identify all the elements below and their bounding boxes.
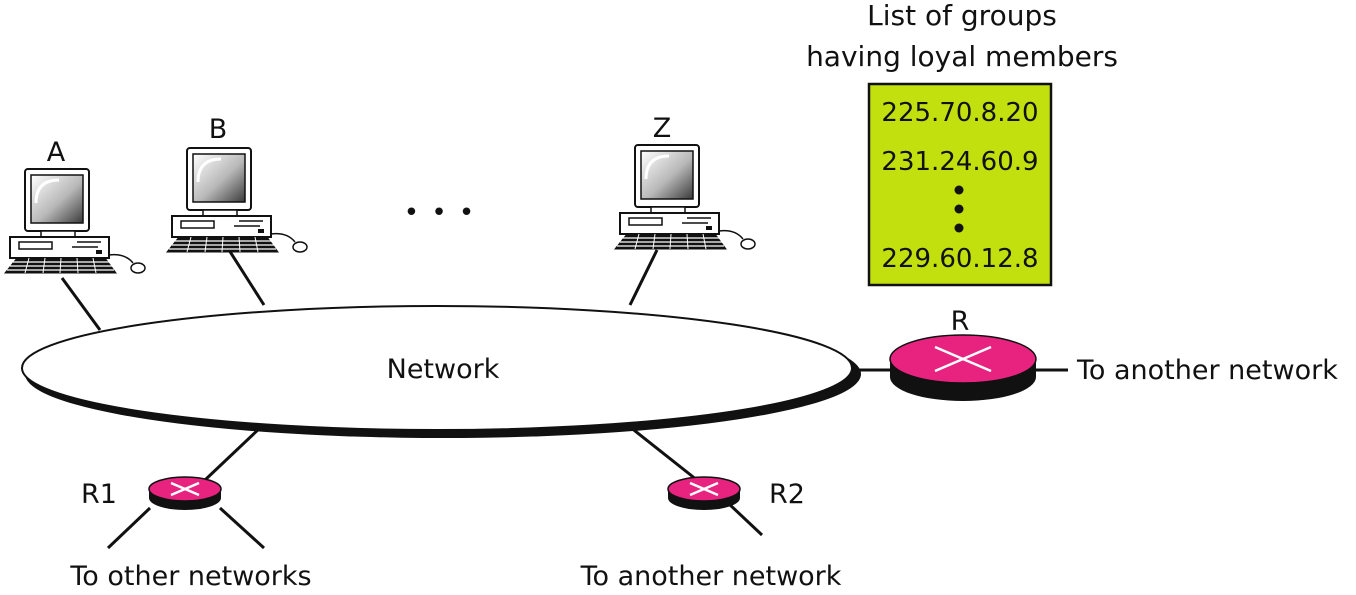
list-continuation-dot (954, 204, 964, 214)
group-list-title-line2: having loyal members (806, 40, 1118, 73)
link-host-z (628, 249, 659, 306)
router-r1: R1 To other networks (69, 475, 312, 592)
host-b-label: B (209, 114, 228, 145)
host-z: Z (613, 113, 757, 251)
group-entry: 225.70.8.20 (881, 98, 1038, 128)
desktop-computer-icon (165, 146, 309, 254)
link-r1-outbound-right (218, 506, 266, 550)
router-r: R To another network (888, 306, 1338, 403)
list-continuation-dot (954, 185, 964, 195)
connection-lines (60, 249, 1068, 550)
router-r1-destination: To other networks (69, 561, 311, 592)
router-r-label: R (951, 306, 970, 337)
link-router-r1 (203, 424, 264, 482)
link-r2-outbound (726, 501, 764, 537)
network-cloud: Network (21, 305, 861, 438)
router-r2-label: R2 (769, 479, 805, 510)
link-host-b (227, 249, 266, 306)
router-icon (888, 333, 1038, 403)
router-r-destination: To another network (1076, 355, 1338, 386)
desktop-computer-icon (613, 143, 757, 251)
router-icon (666, 475, 742, 512)
network-ellipse (21, 305, 853, 431)
link-router-r2 (629, 425, 698, 482)
host-a-label: A (47, 137, 66, 168)
router-r1-label: R1 (81, 479, 117, 510)
router-r2-destination: To another network (580, 561, 842, 592)
host-a: A (3, 137, 147, 275)
link-host-a (60, 277, 102, 331)
router-icon (147, 475, 223, 512)
hosts-ellipsis: • • • (404, 198, 477, 228)
network-label: Network (387, 354, 500, 385)
group-list: List of groups having loyal members 225.… (806, 0, 1118, 287)
link-r1-outbound-left (106, 506, 152, 550)
host-b: B (165, 114, 309, 254)
desktop-computer-icon (3, 167, 147, 275)
list-continuation-dot (954, 223, 964, 233)
host-z-label: Z (653, 113, 672, 144)
group-entry: 229.60.12.8 (881, 244, 1038, 274)
group-list-box (867, 82, 1053, 287)
group-list-title-line1: List of groups (867, 0, 1057, 32)
group-entry: 231.24.60.9 (881, 147, 1038, 177)
router-r2: R2 To another network (580, 475, 842, 592)
